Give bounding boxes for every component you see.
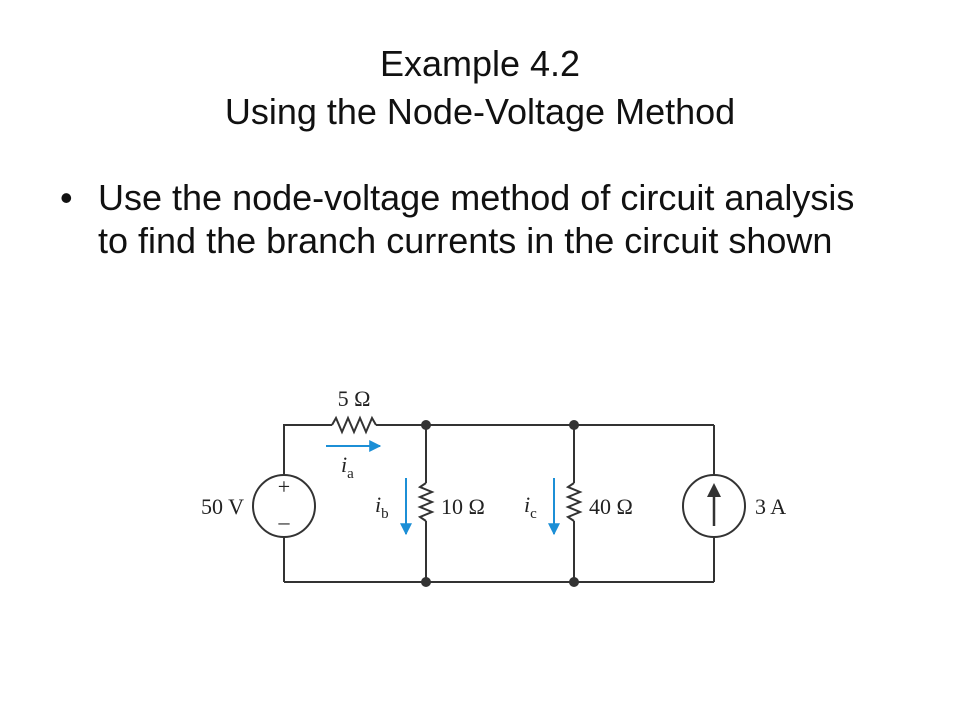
junction-dot [569, 420, 579, 430]
current-b-subscript: b [381, 506, 389, 522]
resistor-5-zigzag [331, 415, 377, 435]
bullet-text: Use the node-voltage method of circuit a… [98, 177, 855, 261]
current-c-label: ic [524, 492, 537, 522]
current-a-subscript: a [347, 466, 354, 482]
junction-dot [421, 577, 431, 587]
slide-title: Example 4.2 Using the Node-Voltage Metho… [0, 40, 960, 136]
current-a-symbol: i [341, 452, 347, 477]
circuit-wires [283, 415, 715, 583]
resistor-5-label: 5 Ω [338, 386, 371, 411]
current-c-symbol: i [524, 492, 530, 517]
resistor-40-zigzag [565, 482, 583, 522]
resistor-10-zigzag [417, 482, 435, 522]
bullet-list: • Use the node-voltage method of circuit… [60, 176, 890, 262]
junction-dot [421, 420, 431, 430]
current-source-symbol [682, 474, 746, 538]
voltage-plus-sign: + [278, 474, 290, 499]
bullet-dot-icon: • [60, 177, 73, 218]
title-line-2: Using the Node-Voltage Method [224, 91, 736, 132]
current-b-label: ib [375, 492, 389, 522]
wire-left-top [283, 424, 332, 475]
current-c-subscript: c [530, 506, 537, 522]
up-arrow-icon [707, 483, 721, 497]
resistor-10-label: 10 Ω [441, 494, 485, 519]
junction-dots [421, 420, 579, 587]
junction-dot [569, 577, 579, 587]
current-b-symbol: i [375, 492, 381, 517]
voltage-minus-sign: – [278, 509, 291, 534]
title-line-1: Example 4.2 [379, 43, 581, 84]
voltage-source-symbol: + – [252, 474, 316, 538]
bullet-item: • Use the node-voltage method of circuit… [60, 176, 890, 262]
current-source-label: 3 A [755, 494, 786, 519]
resistor-40-label: 40 Ω [589, 494, 633, 519]
voltage-source-label: 50 V [201, 494, 244, 519]
current-a-label: ia [341, 452, 354, 482]
circuit-diagram: + – 50 V 3 A 5 Ω 10 Ω 40 Ω ia ib ic [201, 386, 786, 587]
